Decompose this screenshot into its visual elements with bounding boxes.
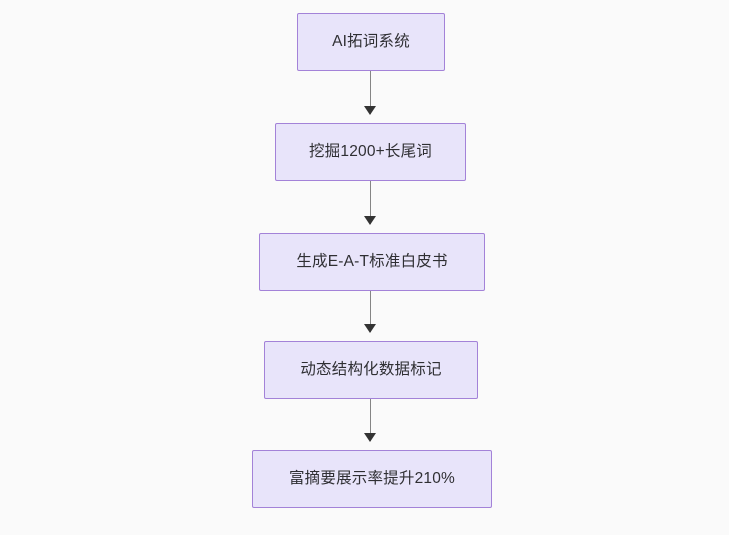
flow-node-longtail-keywords[interactable]: 挖掘1200+长尾词 (275, 123, 466, 181)
arrowhead-icon (364, 106, 376, 115)
edge-line (369, 181, 372, 224)
arrowhead-icon (364, 433, 376, 442)
flow-node-rich-snippet-result[interactable]: 富摘要展示率提升210% (252, 450, 492, 508)
edge-line (369, 399, 372, 441)
edge-line (369, 71, 372, 114)
flow-node-label: AI拓词系统 (332, 33, 410, 51)
arrowhead-icon (364, 324, 376, 333)
flow-node-label: 生成E-A-T标准白皮书 (296, 253, 448, 271)
edge-line (369, 291, 372, 332)
flow-node-structured-data-markup[interactable]: 动态结构化数据标记 (264, 341, 478, 399)
arrowhead-icon (364, 216, 376, 225)
flow-node-label: 富摘要展示率提升210% (288, 470, 456, 488)
flow-node-label: 挖掘1200+长尾词 (308, 143, 433, 161)
flow-node-label: 动态结构化数据标记 (300, 361, 442, 379)
flow-node-eat-whitepaper[interactable]: 生成E-A-T标准白皮书 (259, 233, 485, 291)
flow-node-ai-keyword-system[interactable]: AI拓词系统 (297, 13, 445, 71)
